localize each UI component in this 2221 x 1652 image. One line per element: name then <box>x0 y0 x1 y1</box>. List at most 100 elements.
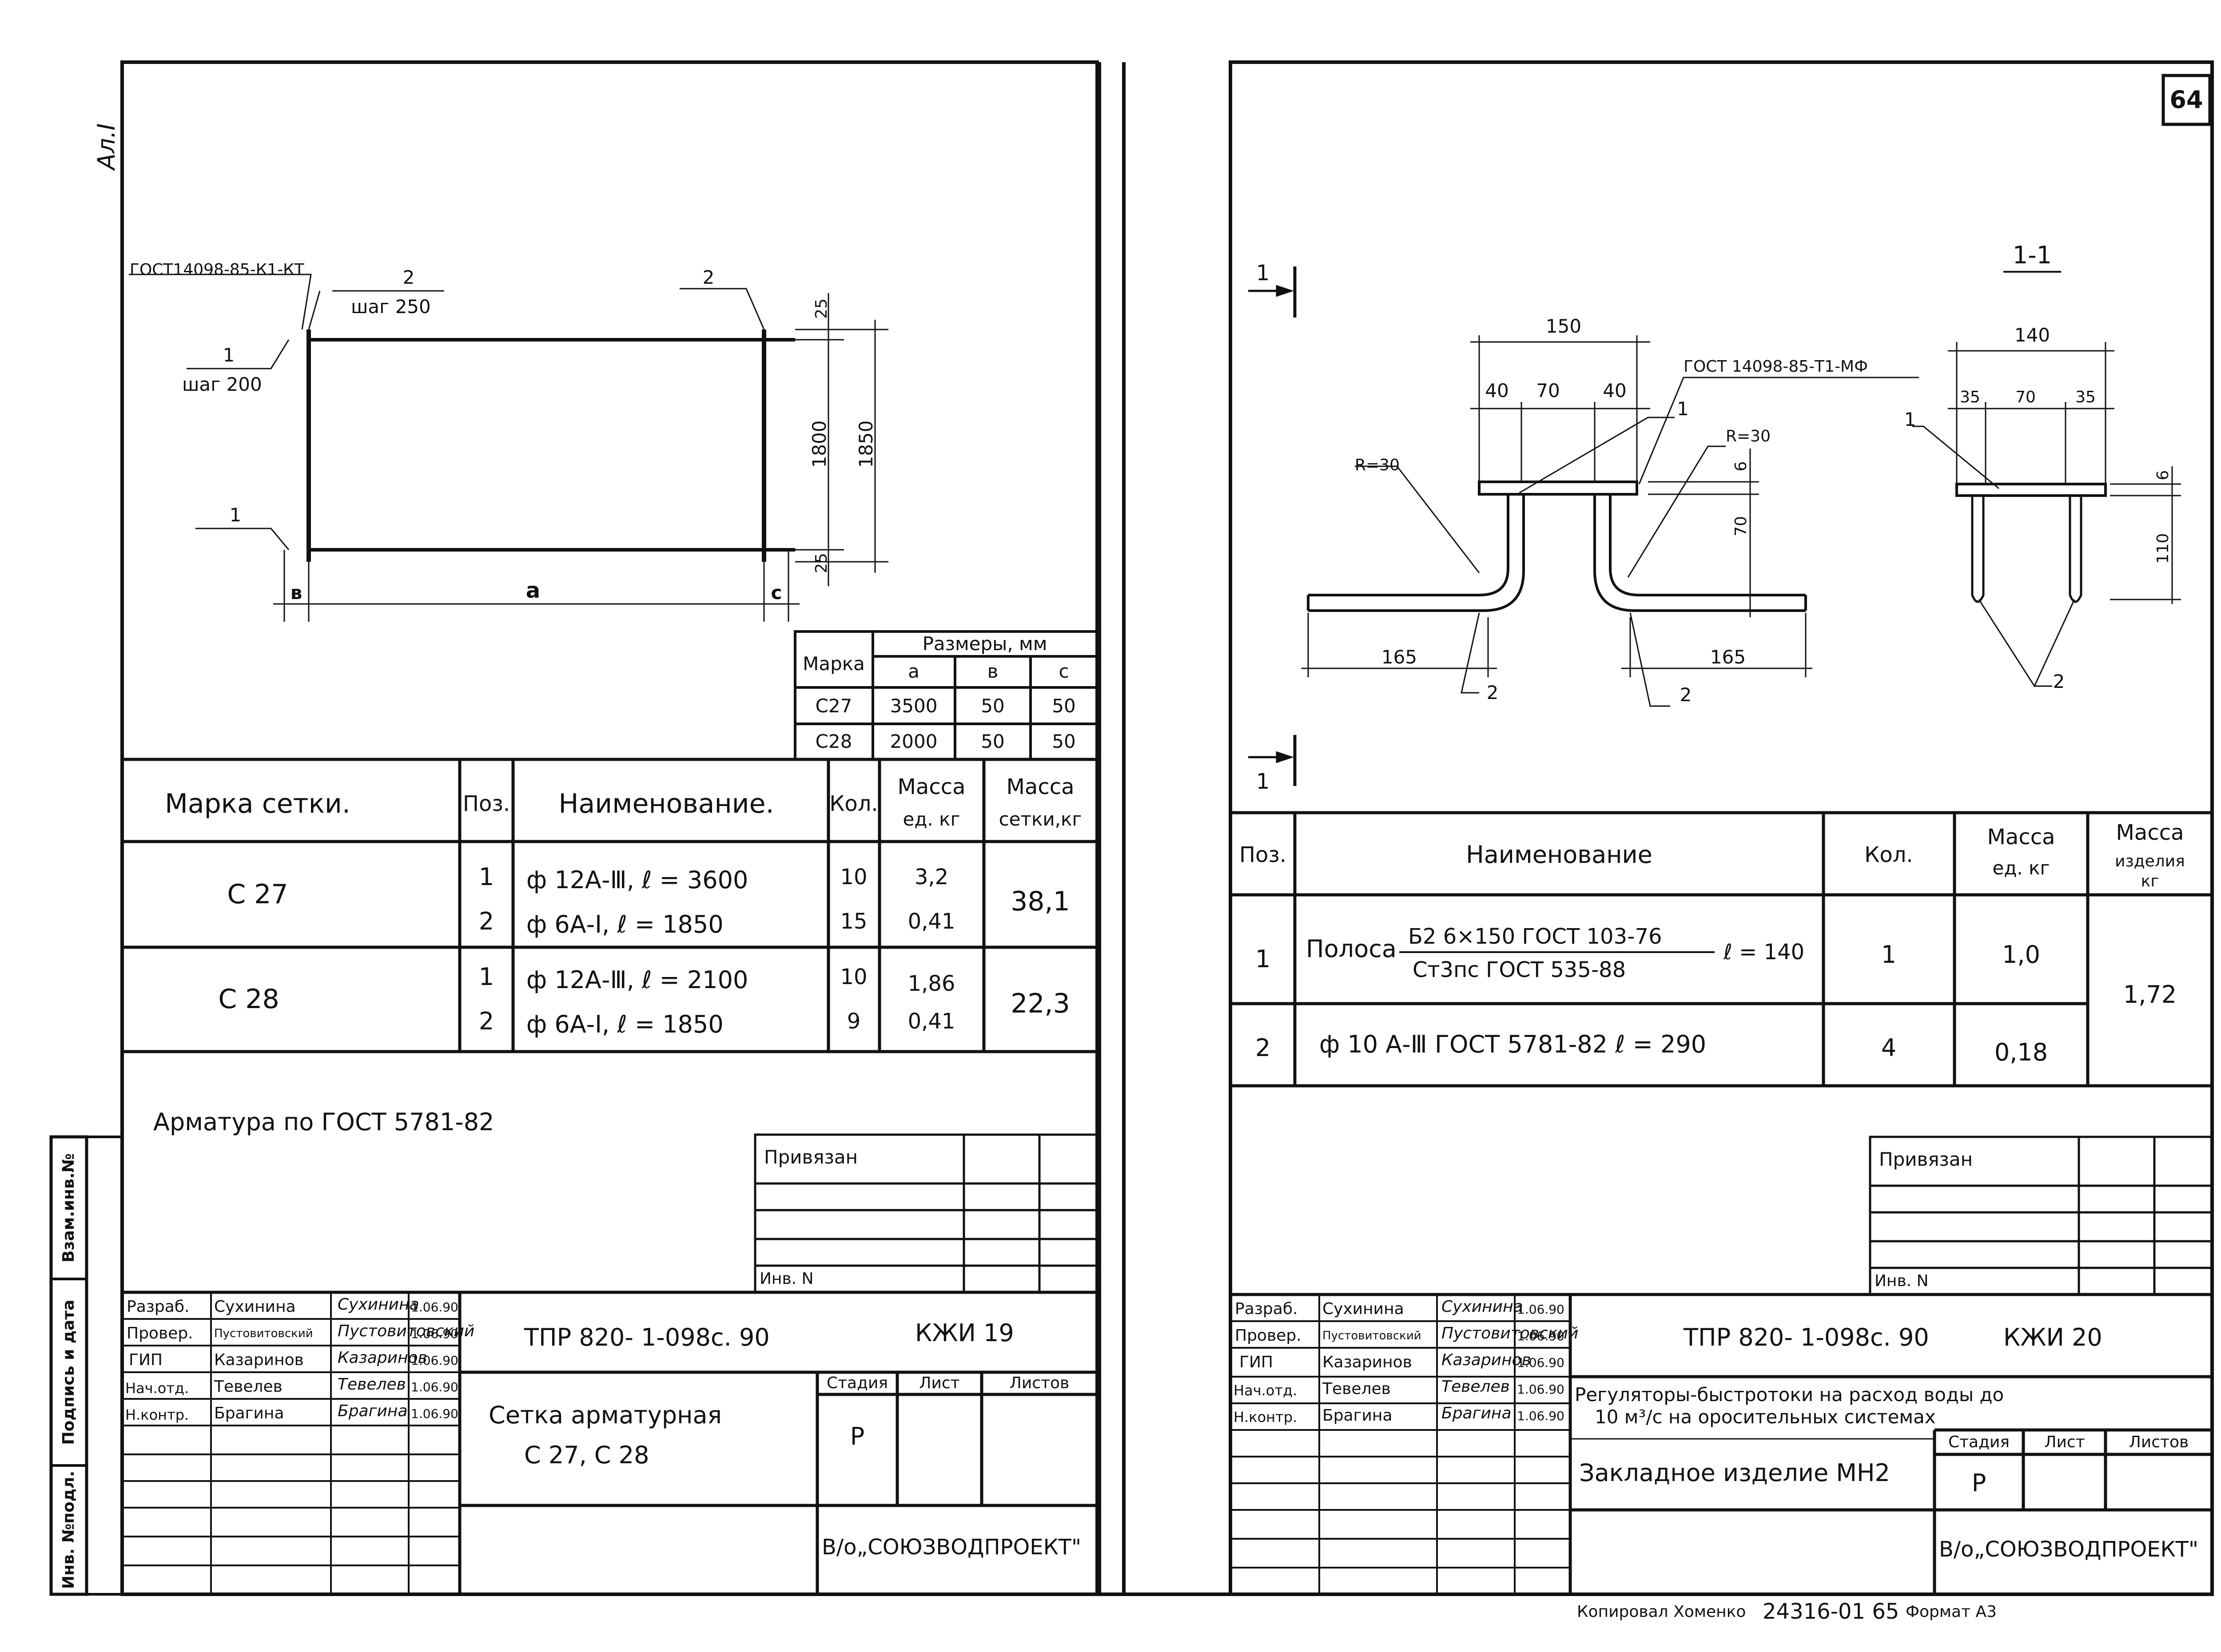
spec-name: ф 10 А-Ⅲ ГОСТ 5781-82 ℓ = 290 <box>1319 1030 1707 1058</box>
spec-mass: 0,41 <box>908 909 955 934</box>
sizes-marka-header: Марка <box>803 653 865 675</box>
dim-165-right: 165 <box>1710 646 1746 668</box>
role-label: Нач.отд. <box>1234 1382 1298 1399</box>
dim-40-b: 40 <box>1603 380 1627 401</box>
spec-kol-header: Кол. <box>829 791 878 816</box>
page-number: 64 <box>2169 86 2203 114</box>
inv-number-label: Инв. N <box>1875 1272 1929 1290</box>
stage-value: Р <box>850 1422 865 1450</box>
spec-mass-item-header: Масса <box>2116 820 2184 845</box>
spec-mass-unit-header: ед. кг <box>903 808 960 830</box>
sign-date: 1.06.90 <box>411 1406 458 1421</box>
sizes-col-b: в <box>987 660 999 682</box>
sizes-row-c: 50 <box>1052 695 1076 717</box>
person-name: Брагина <box>1322 1406 1393 1425</box>
sizes-row-a: 3500 <box>890 695 938 717</box>
person-name: Сухинина <box>1322 1300 1404 1318</box>
lists-header: Листов <box>1009 1374 1070 1392</box>
sign-date: 1.06.90 <box>411 1380 458 1394</box>
spec-kol: 4 <box>1881 1034 1897 1062</box>
stage-header: Стадия <box>1948 1433 2010 1451</box>
dim-70: 70 <box>1536 380 1560 401</box>
sheet-title-marks: С 27, С 28 <box>524 1441 649 1469</box>
spec-total: 1,72 <box>2123 981 2177 1009</box>
spec-item-length: ℓ = 140 <box>1723 940 1805 965</box>
section-mark-top: 1 <box>1256 261 1270 286</box>
sizes-row-mark: С27 <box>815 695 852 717</box>
spec-poz: 1 <box>478 963 494 991</box>
signature: Брагина <box>1441 1404 1512 1422</box>
sign-date: 1.06.90 <box>1517 1355 1564 1370</box>
sign-date: 1.06.90 <box>411 1326 458 1341</box>
sizes-col-a: а <box>908 660 919 682</box>
sign-date: 1.06.90 <box>1517 1409 1564 1423</box>
spec-kol: 10 <box>840 865 868 890</box>
part-pos2-left: 2 <box>1486 682 1499 703</box>
person-name: Казаринов <box>1322 1353 1412 1371</box>
sizes-row-c: 50 <box>1052 731 1076 752</box>
sizes-header: Размеры, мм <box>922 633 1047 655</box>
spec-kol: 1 <box>1881 941 1897 969</box>
dim-c: с <box>771 582 782 604</box>
signature: Пустовитовский <box>1441 1324 1579 1342</box>
dim-110: 110 <box>2154 533 2172 564</box>
mesh-step-200: шаг 200 <box>182 373 262 395</box>
dim-140: 140 <box>2014 324 2050 346</box>
document-code: ТПР 820- 1-098с. 90 <box>524 1323 770 1351</box>
role-label: ГИП <box>1239 1353 1273 1371</box>
spec-item-profile: Б2 6×150 ГОСТ 103-76 <box>1408 924 1662 949</box>
signature: Сухинина <box>338 1295 419 1314</box>
inv-podl-label: Инв. №подл. <box>60 1470 78 1589</box>
sizes-row-mark: С28 <box>815 731 852 752</box>
spec-name: ф 6А-I, ℓ = 1850 <box>526 910 724 938</box>
spec-mass-mesh-header: Масса <box>1006 774 1075 799</box>
spec-poz-header: Поз. <box>1239 842 1287 867</box>
organization: В/о„СОЮЗВОДПРОЕКТ" <box>1939 1537 2199 1562</box>
spec-mark: С 27 <box>227 879 288 910</box>
section-pos2: 2 <box>2053 671 2065 692</box>
dim-35-a: 35 <box>1960 388 1980 406</box>
spec-mass-mesh-header: сетки,кг <box>999 808 1082 830</box>
stage-header: Стадия <box>826 1374 888 1392</box>
spec-name: ф 12А-Ⅲ, ℓ = 2100 <box>526 966 748 994</box>
document-code: ТПР 820- 1-098с. 90 <box>1684 1323 1929 1351</box>
spec-mass: 0,41 <box>908 1009 955 1034</box>
dim-a: а <box>525 578 541 603</box>
embedded-part-diagram <box>1248 266 2107 786</box>
part-pos2-right: 2 <box>1680 684 1692 706</box>
list-header: Лист <box>919 1374 960 1392</box>
spec-total: 38,1 <box>1011 886 1070 917</box>
spec-poz-header: Поз. <box>462 791 510 816</box>
signature: Пустовитовский <box>338 1322 475 1340</box>
sizes-row-a: 2000 <box>890 731 938 752</box>
sign-date: 1.06.90 <box>1517 1329 1564 1343</box>
dim-165-left: 165 <box>1381 646 1417 668</box>
person-name: Тевелев <box>1322 1380 1391 1398</box>
privyazan-label: Привязан <box>764 1146 858 1168</box>
dim-6-section: 6 <box>2154 470 2172 481</box>
signature: Тевелев <box>338 1375 406 1394</box>
person-name: Брагина <box>214 1404 284 1422</box>
role-label: Разраб. <box>1235 1300 1298 1318</box>
person-name: Пустовитовский <box>214 1327 313 1340</box>
sign-date: 1.06.90 <box>411 1353 458 1368</box>
part-pos1: 1 <box>1677 398 1689 420</box>
radius-left: R=30 <box>1355 456 1400 474</box>
list-header: Лист <box>2044 1433 2085 1451</box>
sizes-row-b: 50 <box>981 695 1005 717</box>
spec-mass-unit-header: ед. кг <box>1992 857 2050 879</box>
role-label: Н.контр. <box>125 1406 189 1423</box>
spec-mass: 3,2 <box>914 865 949 890</box>
organization: В/о„СОЮЗВОДПРОЕКТ" <box>822 1535 1082 1560</box>
sheet-mark: Ал.I <box>92 123 120 170</box>
spec-mass-unit-header: Масса <box>1987 825 2055 850</box>
dim-1850: 1850 <box>855 420 877 468</box>
sign-date: 1.06.90 <box>411 1300 458 1314</box>
spec-name-header: Наименование. <box>558 788 774 819</box>
role-label: Провер. <box>127 1324 193 1342</box>
spec-name: ф 6А-I, ℓ = 1850 <box>526 1010 724 1038</box>
spec-kol: 9 <box>847 1009 861 1034</box>
fraction-bar <box>1399 951 1715 953</box>
part-gost-label: ГОСТ 14098-85-Т1-МФ <box>1684 357 1868 376</box>
